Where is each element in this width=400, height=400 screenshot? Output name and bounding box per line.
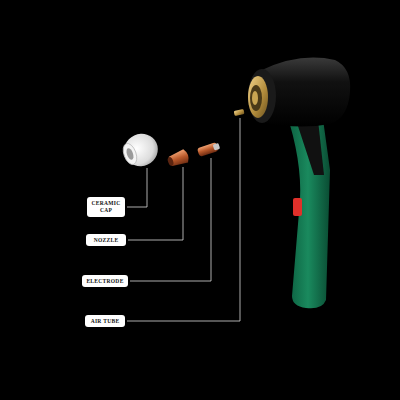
handle: [286, 112, 330, 308]
brass-face: [248, 76, 268, 118]
ceramic-cap-part: [119, 128, 163, 171]
part-label: AIR TUBE: [89, 318, 121, 325]
leader-line: [127, 168, 147, 207]
brass-core: [252, 91, 258, 105]
leader-line: [128, 167, 183, 240]
part-label: NOZZLE: [90, 237, 122, 244]
leader-line: [130, 158, 211, 281]
leader-line: [127, 118, 240, 321]
head-front: [248, 69, 276, 123]
nozzle-part: [166, 149, 191, 169]
part-label-box: NOZZLE: [86, 234, 126, 247]
trigger: [293, 198, 302, 216]
part-label-box: CERAMIC CAP: [87, 197, 125, 217]
electrode-part: [197, 142, 221, 157]
brass-bore: [250, 85, 262, 111]
part-label-box: ELECTRODE: [82, 275, 128, 288]
part-label-box: AIR TUBE: [85, 315, 125, 328]
air-tube-part: [234, 109, 245, 116]
handle-grip-top: [296, 120, 324, 175]
part-label: CERAMIC CAP: [91, 200, 121, 214]
part-label: ELECTRODE: [86, 278, 124, 285]
